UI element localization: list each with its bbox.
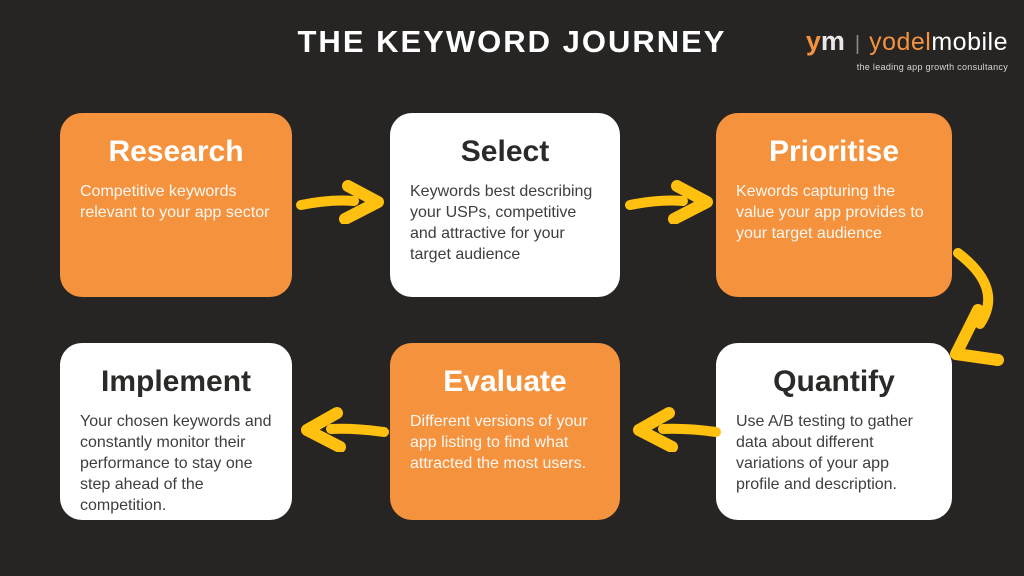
card-evaluate-body: Different versions of your app listing t… xyxy=(410,413,588,473)
yodelmobile-logo: ym | yodelmobile the leading app growth … xyxy=(806,26,1008,72)
card-implement: Implement Your chosen keywords and const… xyxy=(60,343,292,520)
logo-mark-icon: ym xyxy=(805,26,845,56)
card-research-title: Research xyxy=(108,135,244,168)
arrow-right-icon xyxy=(295,178,385,224)
card-prioritise-title: Prioritise xyxy=(768,135,900,168)
card-select: Select Keywords best describing your USP… xyxy=(390,113,620,297)
arrow-left-icon xyxy=(300,404,390,452)
card-quantify-body: Use A/B testing to gather data about dif… xyxy=(736,413,913,494)
logo-brand-name: yodelmobile xyxy=(869,28,1008,56)
arrow-left-icon xyxy=(632,404,722,452)
card-prioritise-body: Kewords capturing the value your app pro… xyxy=(736,183,924,243)
card-research-body: Competitive keywords relevant to your ap… xyxy=(80,183,270,222)
arrow-curved-down-left-icon xyxy=(938,248,1020,372)
logo-row: ym | yodelmobile xyxy=(806,26,1008,57)
card-quantify-title: Quantify xyxy=(773,365,895,398)
card-implement-title: Implement xyxy=(100,365,252,398)
card-select-title: Select xyxy=(460,135,550,168)
card-research: Research Competitive keywords relevant t… xyxy=(60,113,292,297)
arrow-right-icon xyxy=(624,178,714,224)
card-evaluate-title: Evaluate xyxy=(443,365,567,398)
card-quantify: Quantify Use A/B testing to gather data … xyxy=(716,343,952,520)
card-evaluate: Evaluate Different versions of your app … xyxy=(390,343,620,520)
card-prioritise: Prioritise Kewords capturing the value y… xyxy=(716,113,952,297)
logo-tagline: the leading app growth consultancy xyxy=(856,62,1008,72)
card-select-body: Keywords best describing your USPs, comp… xyxy=(410,183,593,264)
page-title: THE KEYWORD JOURNEY xyxy=(297,24,727,59)
logo-separator: | xyxy=(854,33,861,55)
card-implement-body: Your chosen keywords and constantly moni… xyxy=(80,413,272,515)
